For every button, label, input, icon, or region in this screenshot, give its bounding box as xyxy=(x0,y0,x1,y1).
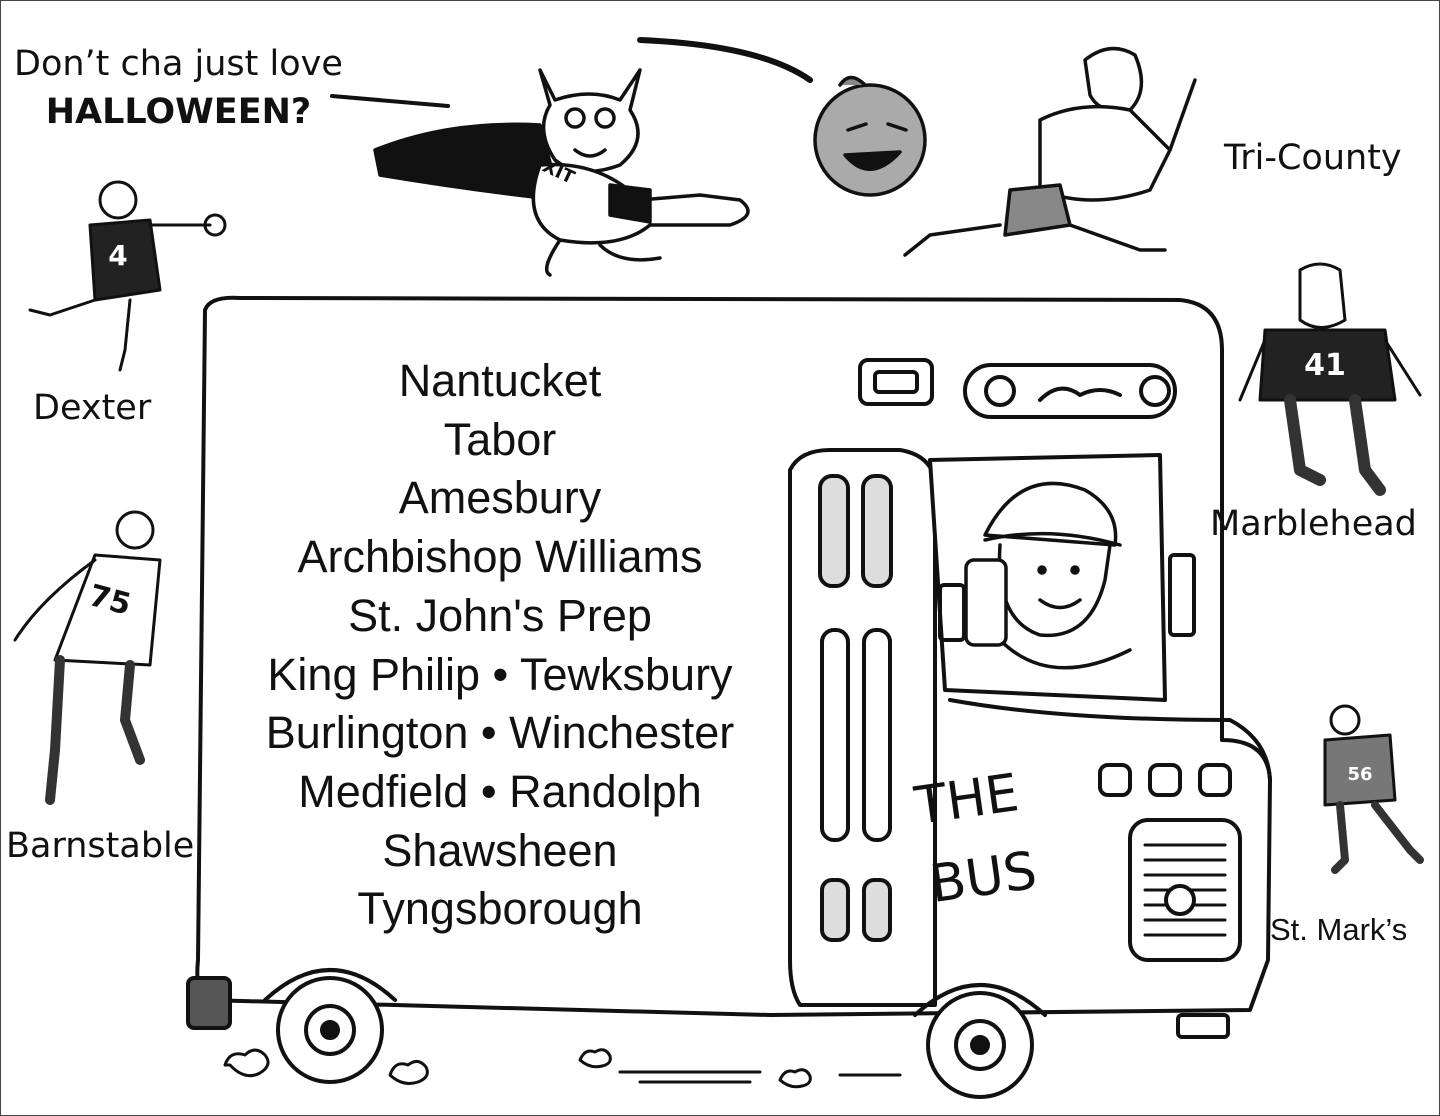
bus-driver xyxy=(964,481,1132,670)
list-item: Amesbury xyxy=(398,472,602,524)
bus-grille xyxy=(1128,818,1242,962)
motion-streak xyxy=(637,37,813,83)
bus-illustration xyxy=(186,295,1272,1099)
list-item: St. John's Prep xyxy=(348,589,652,641)
pumpkin-ball xyxy=(813,75,927,197)
dexter-player xyxy=(28,180,227,372)
list-item: Tabor xyxy=(443,413,557,465)
speech-line-1: Don’t cha just love xyxy=(14,44,343,84)
team-label-barnstable: Barnstable xyxy=(6,826,195,866)
list-item: Archbishop Williams xyxy=(297,531,703,583)
jersey-number: 56 xyxy=(1347,764,1372,785)
speech-line-2: HALLOWEEN? xyxy=(45,92,312,132)
team-label-marblehead: Marblehead xyxy=(1210,504,1417,544)
st-marks-player xyxy=(1323,704,1424,874)
caped-character xyxy=(373,68,750,277)
list-item: Shawsheen xyxy=(382,824,618,876)
speech-caption: Don’t cha just love HALLOWEEN? xyxy=(14,40,343,136)
list-item: Burlington • Winchester xyxy=(265,707,735,759)
list-item: King Philip • Tewksbury xyxy=(267,648,733,700)
list-item: Medfield • Randolph xyxy=(298,765,702,817)
jersey-number: 41 xyxy=(1304,348,1346,383)
speech-pointer-line xyxy=(330,94,450,108)
bus-wheels xyxy=(263,968,1047,1099)
barnstable-player xyxy=(13,510,162,805)
jersey-number: 4 xyxy=(108,239,127,272)
bus-team-list: Nantucket Tabor Amesbury Archbishop Will… xyxy=(230,352,770,939)
team-label-tri-county: Tri-County xyxy=(1224,138,1402,178)
marblehead-player xyxy=(1238,262,1422,496)
list-item: Nantucket xyxy=(398,355,602,406)
team-label-st-marks: St. Mark’s xyxy=(1270,912,1408,947)
list-item: Tyngsborough xyxy=(357,883,643,935)
running-bear-character xyxy=(903,46,1197,257)
team-label-dexter: Dexter xyxy=(33,388,152,428)
